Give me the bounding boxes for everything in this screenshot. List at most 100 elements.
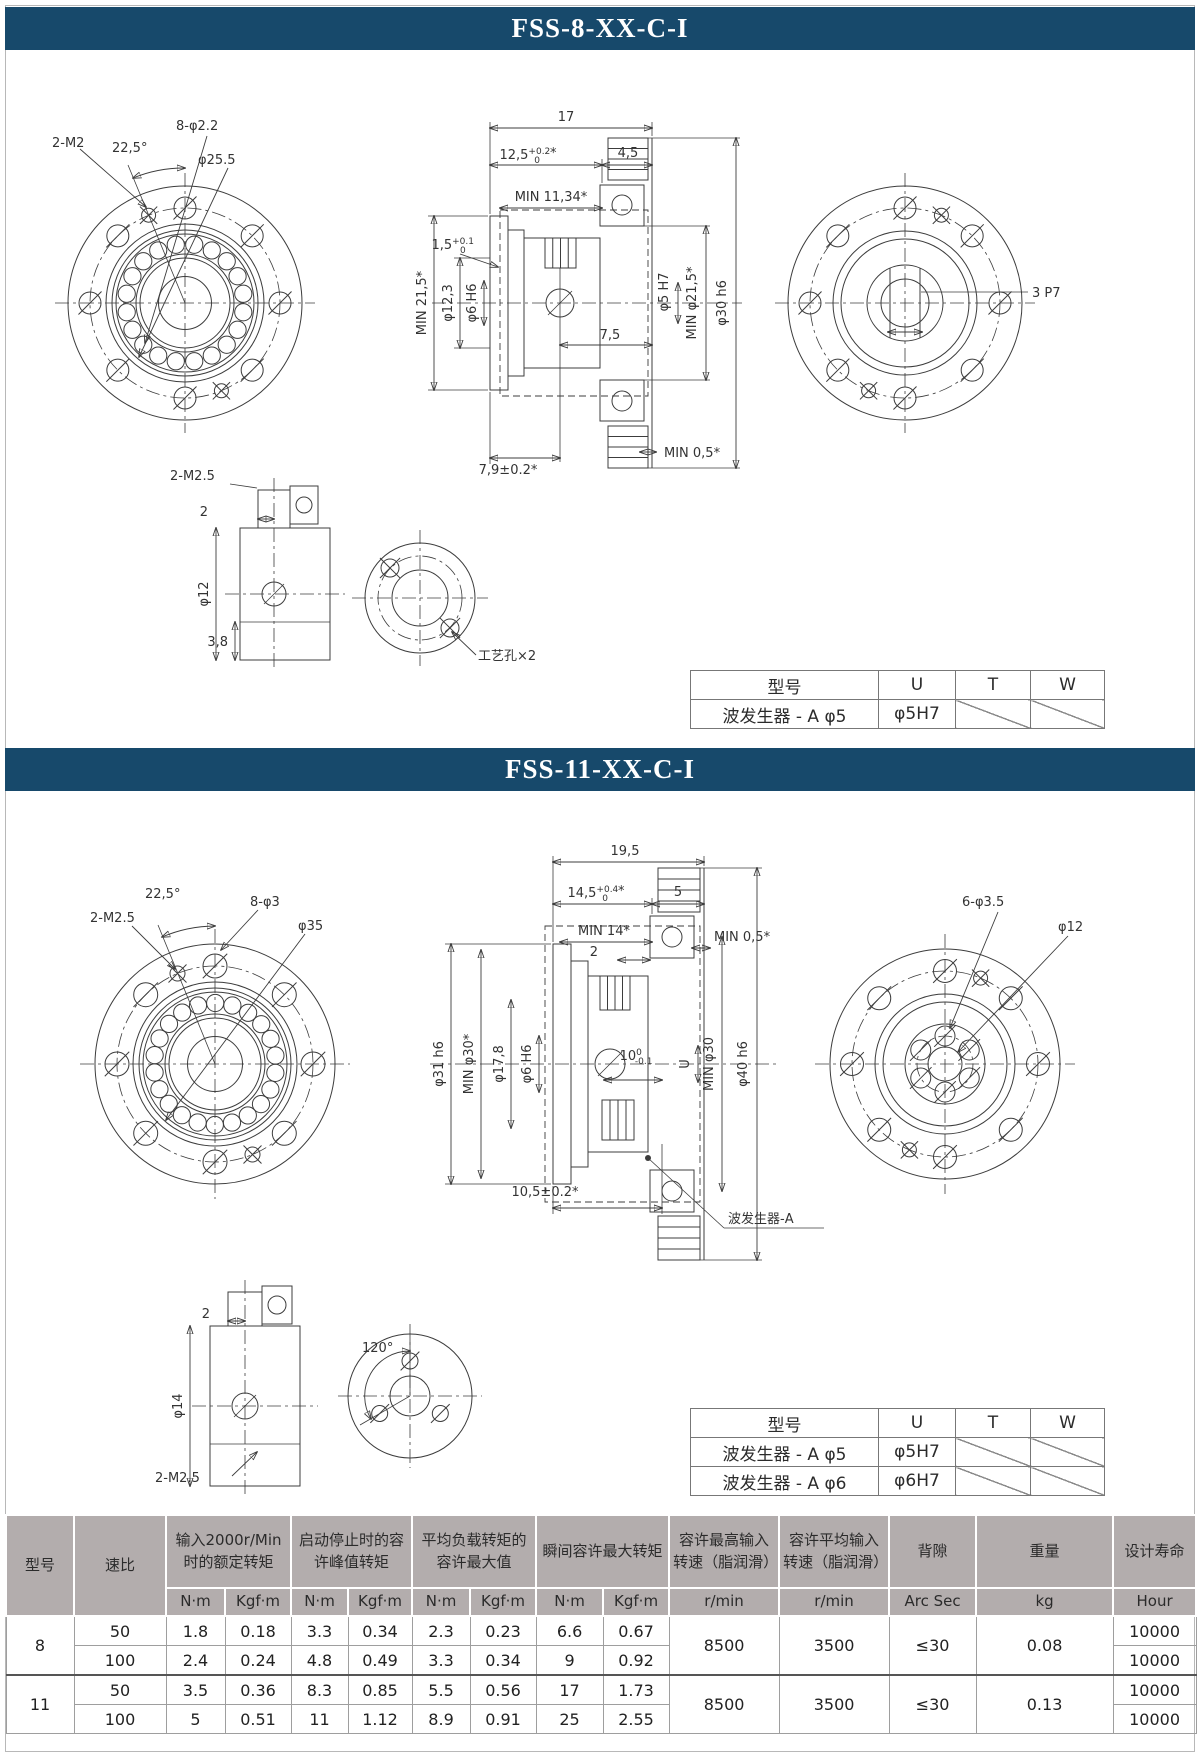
spec-header-life: 设计寿命 bbox=[1112, 1514, 1198, 1589]
section2-title-bar: FSS-11-XX-C-I bbox=[5, 748, 1195, 791]
cell-model: 波发生器 - A φ5 bbox=[690, 699, 879, 729]
unit-rpm: r/min bbox=[778, 1587, 891, 1617]
col-header-model: 型号 bbox=[690, 1408, 879, 1438]
dim-fss8-total-width: 17 bbox=[558, 110, 575, 125]
fss11-wavegen-round-view: 120° bbox=[338, 1324, 482, 1468]
dim-fss11-right-width: 5 bbox=[674, 885, 682, 900]
dim-fss8-screws: 2-M2 bbox=[52, 136, 84, 151]
spec-header-max-speed: 容许最高输入转速（脂润滑） bbox=[668, 1514, 781, 1589]
fss11-bearing-balls bbox=[145, 993, 285, 1135]
spec-header-avg-load: 平均负载转矩的容许最大值 bbox=[411, 1514, 538, 1589]
unit-kgfm: Kgf·m bbox=[602, 1587, 671, 1617]
dim-fss11-d105: 10,5±0.2* bbox=[511, 1185, 579, 1200]
cell-backlash: ≤30 bbox=[888, 1674, 977, 1734]
dim-fss8-d30h6: φ30 h6 bbox=[715, 280, 730, 326]
diagonal-cell bbox=[1030, 1437, 1105, 1467]
dim-fss11-wg-angle: 120° bbox=[362, 1341, 393, 1356]
spec-row-11-100: 100 5 0.51 11 1.12 8.9 0.91 25 2.55 1000… bbox=[6, 1704, 1197, 1734]
dim-fss8-angle: 22,5° bbox=[112, 141, 147, 156]
cell-u: φ5H7 bbox=[878, 699, 956, 729]
label-fss8-process-holes: 工艺孔×2 bbox=[478, 649, 536, 664]
tol-value: 10 bbox=[620, 1049, 637, 1064]
cell-nm: 4.8 bbox=[290, 1645, 349, 1676]
unit-rpm: r/min bbox=[668, 1587, 781, 1617]
cell-nm: 9 bbox=[535, 1645, 604, 1676]
tol-sub: 0 bbox=[534, 156, 540, 166]
fss8-rear-screw-1 bbox=[932, 206, 951, 225]
fss8-rear-view: 3 P7 bbox=[775, 173, 1061, 433]
fss8-spline-lines bbox=[552, 238, 569, 268]
fss11-wavegen-spline-lines bbox=[609, 1100, 627, 1140]
diagonal-cell bbox=[955, 1437, 1031, 1467]
dim-fss11-min14: MIN 14* bbox=[578, 924, 630, 939]
table-header-row: 型号 U T W bbox=[690, 1408, 1105, 1438]
dim-fss11-d10: 100-0.1 bbox=[620, 1048, 653, 1067]
fss11-rear-screw-1 bbox=[971, 969, 990, 988]
dim-fss11-min05: MIN 0,5* bbox=[714, 930, 771, 945]
cell-kgfm: 1.73 bbox=[602, 1674, 670, 1705]
dim-fss8-mind215: MIN φ21,5* bbox=[685, 266, 700, 339]
cell-nm: 6.6 bbox=[535, 1615, 604, 1646]
cell-nm: 2.3 bbox=[411, 1615, 471, 1646]
table-row: 波发生器 - A φ6 φ6H7 bbox=[690, 1466, 1105, 1496]
fss8-rear-screw-2 bbox=[859, 381, 878, 400]
cell-nm: 2.4 bbox=[165, 1645, 226, 1676]
spec-header-model: 型号 bbox=[5, 1514, 75, 1617]
unit-arcsec: Arc Sec bbox=[888, 1587, 978, 1617]
cell-avg-speed: 3500 bbox=[778, 1674, 890, 1734]
spec-row-11-50: 11 50 3.5 0.36 8.3 0.85 5.5 0.56 17 1.73… bbox=[5, 1674, 1197, 1734]
cell-nm: 25 bbox=[535, 1704, 604, 1734]
spec-header-rated: 输入2000r/Min时的额定转矩 bbox=[164, 1514, 293, 1589]
unit-nm: N·m bbox=[535, 1587, 605, 1617]
fss8-process-hole-2 bbox=[439, 617, 461, 639]
diagonal-cell bbox=[955, 699, 1031, 729]
cell-life: 10000 bbox=[1112, 1674, 1197, 1705]
cell-nm: 8.9 bbox=[411, 1704, 471, 1734]
cell-life: 10000 bbox=[1112, 1704, 1197, 1734]
tol-star: * bbox=[618, 884, 625, 899]
dim-fss11-u: U bbox=[678, 1059, 693, 1069]
cell-nm: 1.8 bbox=[165, 1615, 226, 1646]
tol-sup: +0.1 bbox=[452, 237, 474, 247]
cell-nm: 8.3 bbox=[290, 1674, 349, 1705]
spec-units-row: N·m Kgf·m N·m Kgf·m N·m Kgf·m N·m Kgf·m … bbox=[6, 1587, 1198, 1617]
cell-kgfm: 0.36 bbox=[224, 1674, 292, 1705]
fss8-process-hole-1 bbox=[379, 557, 401, 579]
cell-nm: 5.5 bbox=[411, 1674, 471, 1705]
section1-title-bar: FSS-8-XX-C-I bbox=[5, 7, 1195, 50]
tol-star: * bbox=[550, 146, 557, 161]
fss8-teeth-bottom bbox=[608, 436, 648, 458]
fss8-rear-bolt-holes bbox=[798, 196, 1012, 410]
fss8-wavegen-table: 型号 U T W 波发生器 - A φ5 φ5H7 bbox=[690, 670, 1105, 729]
spec-header-backlash: 背隙 bbox=[888, 1514, 978, 1589]
dim-fss11-d6h6: φ6 H6 bbox=[520, 1044, 535, 1083]
fss11-rear-view: 6-φ3.5 φ12 bbox=[815, 895, 1083, 1194]
fss8-bearing-balls bbox=[117, 235, 253, 371]
cell-kgfm: 0.51 bbox=[224, 1704, 292, 1734]
fss8-bolt-holes bbox=[78, 196, 292, 410]
dim-fss8-holes: 8-φ2.2 bbox=[176, 119, 218, 134]
cell-model: 波发生器 - A φ5 bbox=[690, 1437, 879, 1467]
fss8-wavegen-side-view: 2-M2.5 2 φ12 3,8 bbox=[170, 469, 345, 670]
cell-kgfm: 0.91 bbox=[469, 1704, 537, 1734]
dim-fss8-d79: 7,9±0.2* bbox=[479, 463, 538, 478]
cell-kgfm: 0.67 bbox=[602, 1615, 670, 1646]
cell-nm: 17 bbox=[535, 1674, 604, 1705]
col-header-t: T bbox=[955, 1408, 1031, 1438]
fss11-front-view: 2-M2.5 22,5° 8-φ3 φ35 bbox=[80, 887, 350, 1199]
col-header-w: W bbox=[1030, 670, 1105, 700]
unit-kgfm: Kgf·m bbox=[347, 1587, 414, 1617]
dim-fss8-min05: MIN 0,5* bbox=[664, 446, 721, 461]
cell-kgfm: 0.24 bbox=[224, 1645, 292, 1676]
diagonal-cell bbox=[1030, 1466, 1105, 1496]
dim-fss8-wg-2: 2 bbox=[200, 505, 208, 520]
fss11-rear-screw-2 bbox=[900, 1140, 919, 1159]
cell-u: φ6H7 bbox=[878, 1466, 956, 1496]
cell-max-speed: 8500 bbox=[668, 1674, 780, 1734]
dim-fss8-d75: 7,5 bbox=[600, 328, 621, 343]
cell-kgfm: 1.12 bbox=[347, 1704, 413, 1734]
